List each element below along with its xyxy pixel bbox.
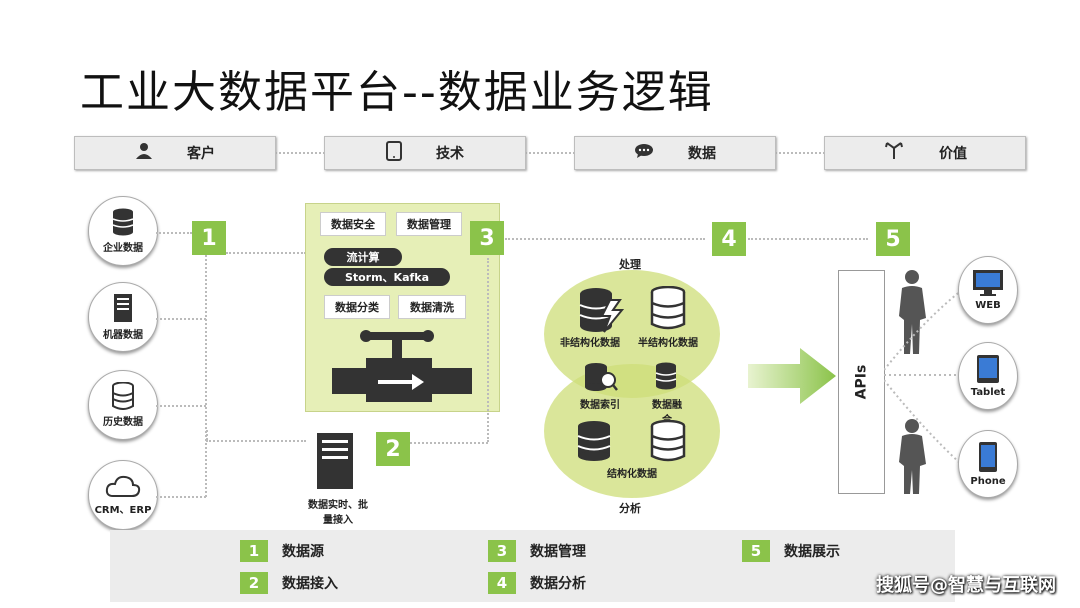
connector xyxy=(487,258,489,442)
header-customer-label: 客户 xyxy=(187,146,215,162)
connector xyxy=(156,405,206,407)
step-4-badge: 4 xyxy=(712,222,746,256)
tech-engines: Storm、Kafka xyxy=(324,268,450,286)
tablet-icon xyxy=(976,354,1000,387)
person-icon xyxy=(896,268,932,360)
connector xyxy=(156,232,192,234)
database-icon xyxy=(111,381,135,413)
legend-item-4: 4 数据分析 xyxy=(488,572,586,594)
connector xyxy=(206,430,208,440)
header-connector xyxy=(275,152,325,154)
process-label: 处理 xyxy=(619,258,641,271)
connector xyxy=(410,442,488,444)
header-tech: 技术 xyxy=(324,136,526,170)
big-arrow-icon xyxy=(748,346,838,410)
legend-item-1: 1 数据源 xyxy=(240,540,324,562)
source-crm-erp: CRM、ERP xyxy=(88,460,158,530)
connector xyxy=(205,255,207,497)
tech-management: 数据管理 xyxy=(396,212,462,236)
connector xyxy=(156,318,206,320)
device-web: WEB xyxy=(958,256,1018,324)
person-icon xyxy=(135,142,153,164)
apis-box: APIs xyxy=(838,270,885,494)
legend-item-5: 5 数据展示 xyxy=(742,540,840,562)
semistructured-label: 半结构化数据 xyxy=(638,338,698,349)
phone-icon xyxy=(978,441,998,476)
device-tablet: Tablet xyxy=(958,342,1018,410)
connector xyxy=(156,496,206,498)
header-customer: 客户 xyxy=(74,136,276,170)
tech-clean: 数据清洗 xyxy=(398,295,466,319)
monitor-icon xyxy=(972,269,1004,300)
source-machine-data: 机器数据 xyxy=(88,282,158,352)
tech-panel: 数据安全 数据管理 流计算 Storm、Kafka 数据分类 数据清洗 xyxy=(305,203,500,412)
value-arrows-icon xyxy=(883,142,905,164)
server-icon xyxy=(113,293,133,326)
ingest-label: 数据实时、批 量接入 xyxy=(308,500,368,526)
page-title: 工业大数据平台--数据业务逻辑 xyxy=(80,67,714,118)
tech-security: 数据安全 xyxy=(320,212,386,236)
step-2-badge: 2 xyxy=(376,432,410,466)
database-icon xyxy=(654,362,678,394)
database-lightning-icon xyxy=(576,286,625,338)
step-1-badge: 1 xyxy=(192,221,226,255)
tablet-icon xyxy=(386,141,402,165)
database-icon xyxy=(650,419,686,466)
step-3-badge: 3 xyxy=(470,221,504,255)
tech-classify: 数据分类 xyxy=(324,295,390,319)
index-label: 数据索引 xyxy=(580,400,620,411)
device-phone: Phone xyxy=(958,430,1018,498)
source-enterprise-data: 企业数据 xyxy=(88,196,158,266)
header-value: 价值 xyxy=(824,136,1026,170)
legend-item-3: 3 数据管理 xyxy=(488,540,586,562)
database-search-icon xyxy=(584,362,618,396)
legend-item-2: 2 数据接入 xyxy=(240,572,338,594)
header-data-label: 数据 xyxy=(688,146,716,162)
database-icon xyxy=(111,208,135,239)
cloud-icon xyxy=(105,474,141,501)
header-tech-label: 技术 xyxy=(436,146,464,162)
database-icon xyxy=(650,285,686,334)
watermark: 搜狐号@智慧与互联网 xyxy=(876,575,1056,596)
server-icon xyxy=(316,432,354,494)
connector xyxy=(226,252,306,254)
connector-arrow xyxy=(505,238,705,240)
source-history-data: 历史数据 xyxy=(88,370,158,440)
header-connector xyxy=(525,152,575,154)
header-value-label: 价值 xyxy=(939,146,967,162)
chat-bubble-icon xyxy=(634,143,654,163)
tech-stream: 流计算 xyxy=(324,248,402,266)
structured-label: 结构化数据 xyxy=(607,469,657,480)
step-5-badge: 5 xyxy=(876,222,910,256)
header-connector xyxy=(775,152,825,154)
connector xyxy=(206,440,306,442)
legend-panel: 1 数据源 2 数据接入 3 数据管理 4 数据分析 5 数据展示 xyxy=(110,530,955,602)
fanout-connectors xyxy=(884,289,963,466)
connector-arrow xyxy=(748,238,868,240)
valve-icon xyxy=(332,322,472,406)
person-icon xyxy=(896,418,932,500)
analysis-ellipse xyxy=(544,364,720,498)
header-data: 数据 xyxy=(574,136,776,170)
unstructured-label: 非结构化数据 xyxy=(560,338,620,349)
database-icon xyxy=(576,420,612,466)
analysis-label: 分析 xyxy=(619,502,641,515)
